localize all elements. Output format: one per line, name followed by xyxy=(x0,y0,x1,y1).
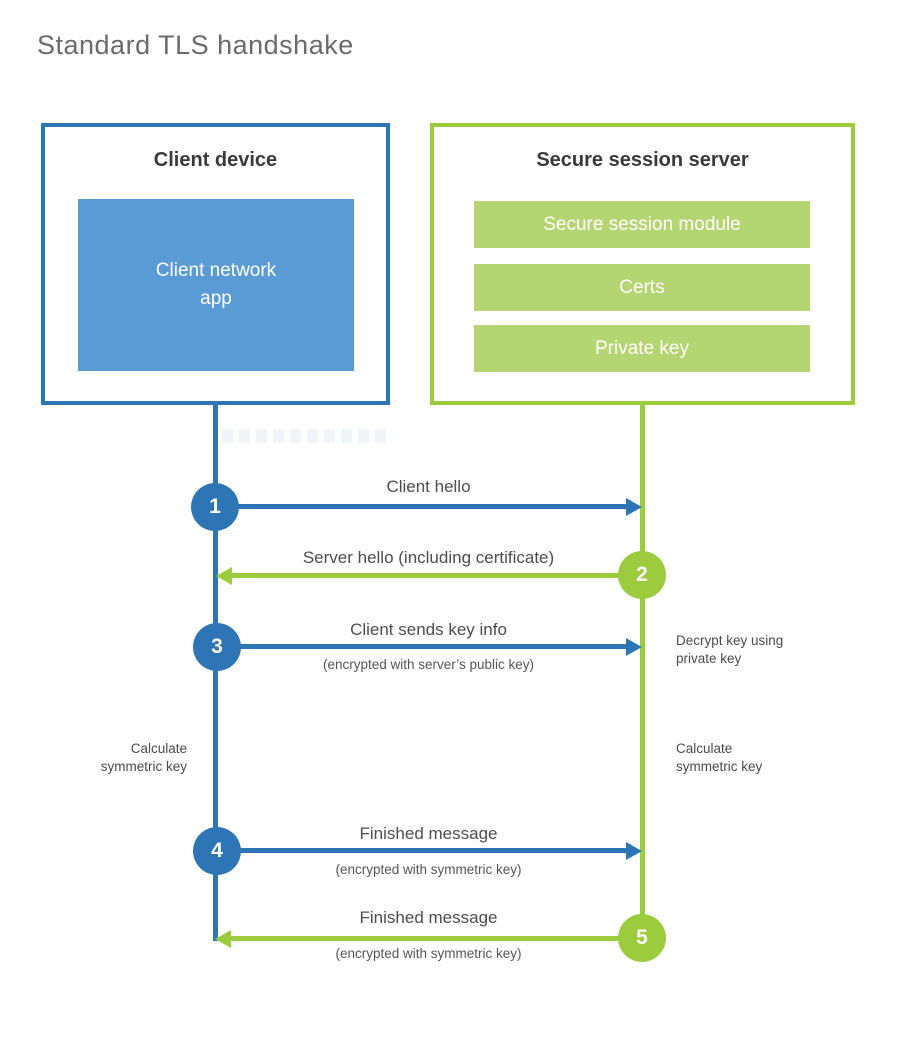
server-module-secure-session: Secure session module xyxy=(474,201,810,248)
client-network-app-box: Client network app xyxy=(78,199,354,371)
step-circle-4: 4 xyxy=(193,827,241,875)
faint-dashes-artifact xyxy=(222,429,388,443)
annotation-calculate-symmetric-key-right: Calculate symmetric key xyxy=(676,741,763,774)
step-5-arrowhead-left xyxy=(215,930,231,948)
server-module-certs: Certs xyxy=(474,264,810,311)
step-1-label: Client hello xyxy=(386,477,471,496)
annotation-decrypt-key: Decrypt key using private key xyxy=(676,633,784,666)
step-3-arrowhead-right xyxy=(626,638,642,656)
step-2-arrowhead-left xyxy=(216,567,232,585)
step-4-label: Finished message xyxy=(359,824,498,843)
server-box: Secure session server Secure session mod… xyxy=(430,123,855,405)
step-4-arrow-line xyxy=(217,848,627,853)
step-4-arrowhead-right xyxy=(626,842,642,860)
client-lifeline xyxy=(213,405,218,941)
step-1-arrowhead-right xyxy=(626,498,642,516)
step-5-arrow-line xyxy=(231,936,642,941)
step-circle-2: 2 xyxy=(618,551,666,599)
server-heading: Secure session server xyxy=(536,149,749,171)
step-5-sublabel: (encrypted with symmetric key) xyxy=(335,946,522,961)
client-device-box: Client device Client network app xyxy=(41,123,390,405)
step-4-sublabel: (encrypted with symmetric key) xyxy=(335,862,522,877)
client-device-heading: Client device xyxy=(153,149,278,171)
step-2-label: Server hello (including certificate) xyxy=(302,548,555,567)
step-2-arrow-line xyxy=(232,573,642,578)
step-circle-5: 5 xyxy=(618,914,666,962)
step-1-arrow-line xyxy=(215,504,627,509)
step-5-label: Finished message xyxy=(359,908,498,927)
page-title: Standard TLS handshake xyxy=(37,30,354,60)
step-circle-3: 3 xyxy=(193,623,241,671)
step-3-arrow-line xyxy=(217,644,627,649)
step-3-label: Client sends key info xyxy=(350,620,507,639)
step-circle-1: 1 xyxy=(191,483,239,531)
server-module-private-key: Private key xyxy=(474,325,810,372)
annotation-calculate-symmetric-key-left: Calculate symmetric key xyxy=(100,741,187,774)
step-3-sublabel: (encrypted with server’s public key) xyxy=(322,657,535,672)
server-lifeline xyxy=(640,405,645,938)
